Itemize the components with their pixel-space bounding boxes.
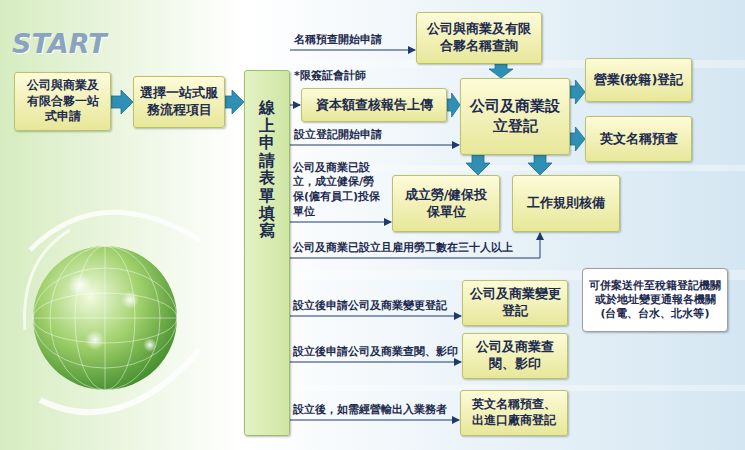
connector-line bbox=[290, 50, 415, 51]
connector bbox=[290, 233, 540, 258]
edge-label: 設立後申請公司及商業變更登記 bbox=[293, 299, 458, 314]
node-text: 公司與商業及有限合夥名稱查詢 bbox=[423, 21, 535, 55]
connector bbox=[569, 80, 585, 104]
process-box: 公司及商業變更登記 bbox=[462, 280, 568, 326]
process-box: 工作規則核備 bbox=[512, 175, 620, 232]
connector-line bbox=[290, 222, 391, 223]
node-text: 成立勞/健保投保單位 bbox=[399, 187, 493, 221]
process-box: 公司及商業查閱、影印 bbox=[462, 333, 568, 379]
flow-arrow bbox=[110, 90, 133, 114]
node-text: 英文名稱預查 bbox=[600, 131, 678, 148]
node-text: 可併案送件至稅籍登記機關或於地址變更通報各機關(台電、台水、北水等) bbox=[589, 279, 721, 322]
flow-arrow bbox=[569, 80, 585, 104]
edge-label: 設立後，如需經營輸出入業務者 bbox=[293, 403, 458, 418]
connector bbox=[569, 127, 585, 151]
connector bbox=[110, 90, 133, 114]
node-text: 公司與商業及有限合夥一站式申請 bbox=[21, 78, 104, 125]
node-text: 選擇一站式服務流程項目 bbox=[140, 85, 218, 119]
connector bbox=[489, 63, 513, 78]
edge-label: 名稱預查開始申請 bbox=[294, 33, 412, 48]
connector-line bbox=[290, 316, 461, 317]
connector bbox=[446, 93, 460, 117]
globe-illustration bbox=[25, 212, 200, 412]
flow-arrow bbox=[224, 90, 244, 114]
edge-label: *限簽証會計師 bbox=[294, 69, 404, 84]
node-text: 公司及商業變更登記 bbox=[469, 286, 561, 320]
connector bbox=[290, 362, 461, 363]
connector bbox=[224, 90, 244, 114]
edge-label: 設立登記開始申請 bbox=[294, 128, 454, 143]
process-box: 公司與商業及有限合夥名稱查詢 bbox=[416, 12, 542, 64]
node-text: 英文名稱預查、出進口廠商登記 bbox=[467, 397, 561, 428]
process-box: 英文名稱預查、出進口廠商登記 bbox=[460, 390, 568, 436]
node-text: 公司及商業查閱、影印 bbox=[469, 339, 561, 373]
step-box: 選擇一站式服務流程項目 bbox=[133, 76, 225, 128]
node-text: 營業(稅籍)登記 bbox=[594, 72, 684, 89]
edge-label: 公司及商業已設立且雇用勞工數在三十人以上 bbox=[293, 241, 533, 256]
connector-line bbox=[290, 145, 459, 146]
edge-label: 設立後申請公司及商業查閱、影印 bbox=[293, 345, 461, 360]
process-box: 成立勞/健保投保單位 bbox=[392, 175, 500, 232]
flow-arrow bbox=[446, 93, 460, 117]
process-box: 資本額查核報告上傳 bbox=[301, 88, 447, 122]
connector bbox=[528, 154, 552, 175]
node-text: 工作規則核備 bbox=[527, 195, 605, 212]
connector bbox=[290, 50, 415, 51]
note-box: 可併案送件至稅籍登記機關或於地址變更通報各機關(台電、台水、北水等) bbox=[582, 268, 728, 332]
process-box: 英文名稱預查 bbox=[585, 116, 692, 162]
flow-arrow bbox=[489, 63, 513, 78]
flow-arrow bbox=[528, 154, 552, 175]
connector bbox=[290, 316, 461, 317]
process-box: 營業(稅籍)登記 bbox=[585, 58, 692, 102]
connector-line bbox=[290, 362, 461, 363]
connector bbox=[290, 420, 459, 421]
start-title: START bbox=[12, 28, 107, 59]
flow-arrow bbox=[466, 154, 490, 175]
start-box: 公司與商業及有限合夥一站式申請 bbox=[14, 72, 111, 131]
node-text: 資本額查核報告上傳 bbox=[316, 97, 433, 114]
form-band: 線上申請表單填寫 bbox=[244, 70, 290, 436]
connector bbox=[290, 105, 300, 106]
connector bbox=[290, 145, 459, 146]
connector bbox=[290, 222, 391, 223]
flow-arrow bbox=[569, 127, 585, 151]
connector-line bbox=[290, 233, 540, 258]
connector bbox=[466, 154, 490, 175]
node-text: 線上申請表單填寫 bbox=[259, 99, 275, 240]
connector-line bbox=[290, 420, 459, 421]
edge-label: 公司及商業已設立，成立健保/勞保(僱有員工)投保單位 bbox=[293, 161, 385, 220]
process-box: 公司及商業設立登記 bbox=[460, 78, 570, 155]
node-text: 公司及商業設立登記 bbox=[467, 97, 563, 136]
connector-line bbox=[290, 105, 300, 106]
